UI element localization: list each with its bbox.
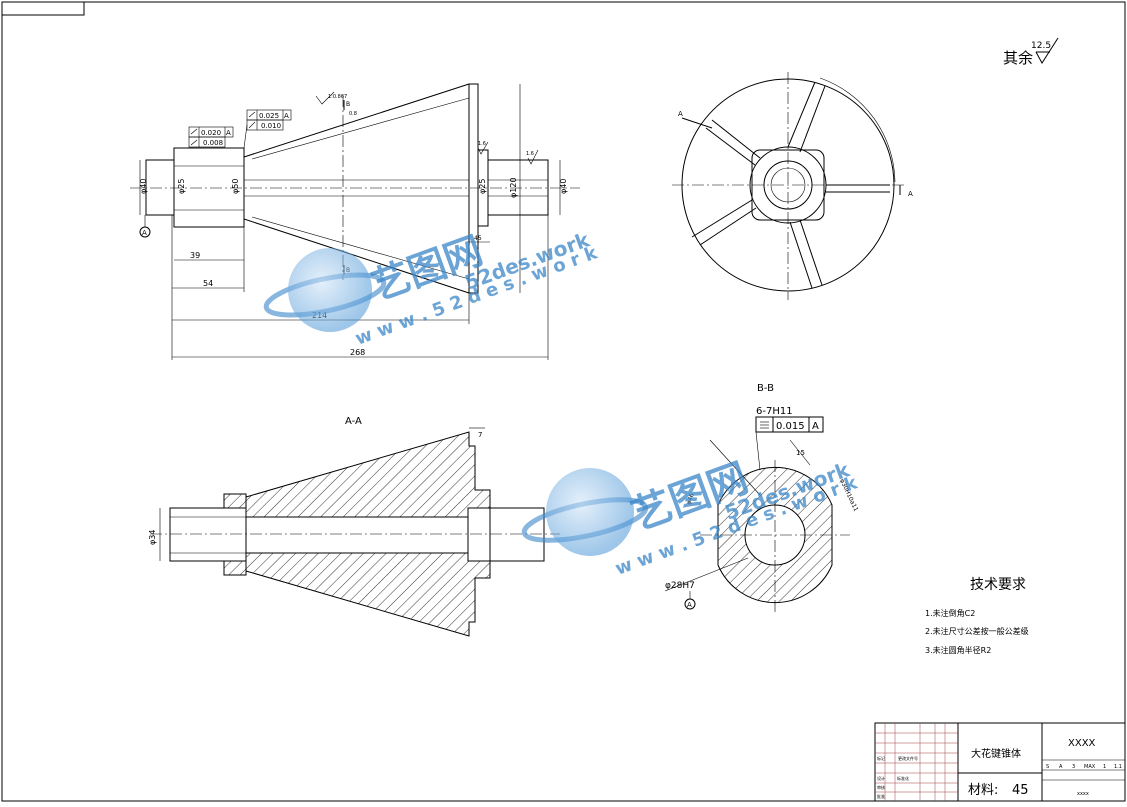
section-lower-wall (245, 552, 491, 637)
svg-text:标准化: 标准化 (897, 775, 909, 781)
material-value: 45 (1012, 783, 1029, 798)
front-view: φ40 φ25 φ50 φ25 φ120 φ40 A 39 54 214 268… (130, 83, 580, 360)
tolerance-frame-cone: 0.025 A 0.010 (243, 109, 292, 149)
svg-text:1.6: 1.6 (526, 151, 534, 157)
spline-callout: 6-7H11 (756, 406, 793, 417)
svg-text:3: 3 (1072, 764, 1075, 770)
dim-len-54: 54 (203, 279, 213, 288)
svg-text:更改文件号: 更改文件号 (898, 755, 918, 761)
svg-text:1:0.867: 1:0.867 (328, 94, 347, 100)
detail-tolerance-frame (755, 416, 824, 433)
tech-req-item-3: 3.未注圆角半径R2 (925, 645, 991, 655)
svg-text:0.015: 0.015 (776, 421, 805, 432)
svg-text:A: A (226, 129, 231, 137)
svg-text:45: 45 (474, 235, 482, 242)
side-view: A A (672, 72, 913, 300)
tech-req-item-1: 1.未注倒角C2 (925, 608, 975, 618)
roughness-symbol (1035, 37, 1059, 64)
svg-text:A: A (1059, 764, 1063, 770)
dim-len-268: 268 (350, 348, 365, 357)
svg-text:A: A (908, 190, 913, 198)
svg-text:0.008: 0.008 (203, 139, 223, 147)
svg-text:xxxx: xxxx (1077, 791, 1089, 797)
svg-text:标记: 标记 (877, 755, 885, 761)
tech-req-item-2: 2.未注尺寸公差按一般公差级 (925, 626, 1029, 636)
drawing-code: XXXX (1068, 738, 1096, 749)
dim-d25-left: φ25 (177, 179, 186, 194)
part-name: 大花键锥体 (971, 747, 1021, 760)
bore-dim: φ28H7 (665, 581, 695, 591)
svg-text:0.020: 0.020 (201, 129, 221, 137)
svg-text:A: A (284, 112, 289, 120)
cone-top-edge (243, 83, 470, 158)
svg-text:7: 7 (478, 431, 482, 439)
corner-tag-box (1, 1, 85, 16)
svg-text:A: A (678, 110, 683, 118)
dim-d40-right: φ40 (559, 179, 568, 194)
surface-finish-note: 其余 12.5 (1003, 37, 1059, 67)
right-shaft (487, 159, 549, 216)
svg-text:0.025: 0.025 (259, 112, 279, 120)
svg-text:B: B (346, 101, 350, 108)
section-aa: A-A φ34 7 (148, 416, 560, 637)
globe-logo-icon (546, 468, 634, 556)
svg-text:MAX: MAX (1084, 764, 1096, 770)
left-shaft (145, 159, 175, 216)
detail-bb: B-B 6-7H11 0.015 A φ28H7 A 15 φ30H10a11 … (664, 383, 859, 615)
svg-text:1.6: 1.6 (478, 141, 486, 147)
svg-text:φ46: φ46 (685, 492, 696, 505)
svg-text:1: 1 (1103, 764, 1106, 770)
tech-req-title: 技术要求 (970, 577, 1026, 593)
technical-requirements: 技术要求 1.未注倒角C2 2.未注尺寸公差按一般公差级 3.未注圆角半径R2 (925, 577, 1029, 655)
tolerance-frame-runout: 0.020 A 0.008 (188, 126, 234, 148)
svg-text:A: A (812, 421, 819, 432)
svg-text:A: A (142, 229, 147, 237)
svg-text:审核: 审核 (877, 784, 885, 790)
dim-d120: φ120 (509, 177, 518, 198)
svg-text:0.010: 0.010 (261, 122, 281, 130)
globe-logo-icon (288, 248, 372, 332)
svg-text:批准: 批准 (877, 793, 885, 799)
finish-note-value: 12.5 (1031, 41, 1051, 51)
section-upper-wall (245, 431, 491, 518)
svg-text:A: A (687, 601, 692, 609)
cone-bottom-edge (243, 218, 470, 294)
svg-text:设计: 设计 (877, 775, 885, 781)
svg-text:S: S (1046, 764, 1049, 770)
dim-d34: φ34 (148, 530, 157, 545)
dim-d25-right: φ25 (478, 179, 487, 194)
dim-d40-left: φ40 (139, 179, 148, 194)
title-block: 标记 更改文件号 设计 标准化 审核 批准 大花键锥体 材料: 45 XXXX … (874, 722, 1126, 802)
section-aa-title: A-A (345, 416, 362, 427)
svg-text:1.1: 1.1 (1114, 764, 1122, 770)
svg-text:0.8: 0.8 (349, 111, 357, 117)
material-label: 材料: (968, 783, 998, 798)
dim-len-39: 39 (190, 251, 200, 260)
left-hub (173, 147, 245, 228)
watermark-upper: 艺图网 52des.work w w w . 5 2 d e s . w o r… (263, 227, 601, 350)
finish-note-prefix: 其余 (1003, 49, 1033, 67)
section-bb-title: B-B (757, 383, 774, 394)
dim-d50: φ50 (231, 179, 240, 194)
